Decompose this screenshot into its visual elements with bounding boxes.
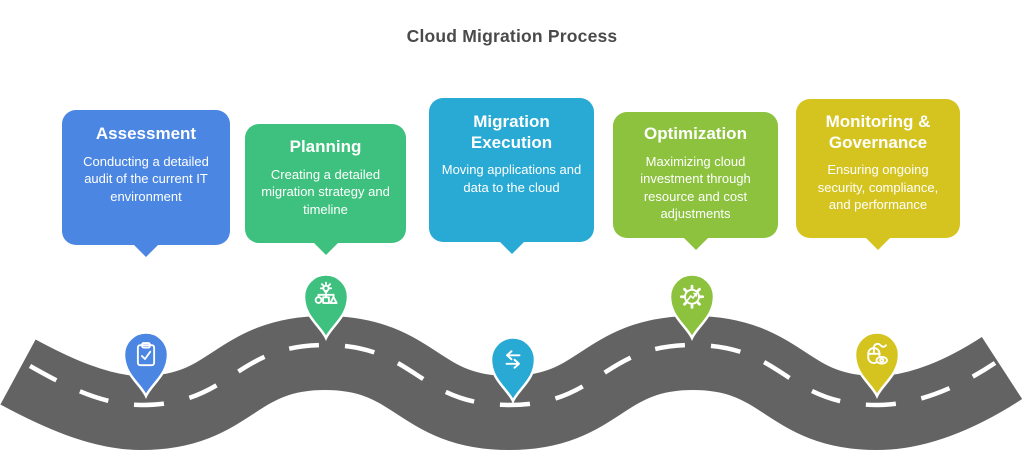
transfer-arrows-icon xyxy=(505,350,521,369)
card-tail xyxy=(133,244,159,257)
pin-shape xyxy=(489,336,537,404)
stage-title: Planning xyxy=(289,137,362,156)
pin-shape xyxy=(302,273,350,341)
stage-pin-planning xyxy=(302,273,350,341)
mouse-eye-icon xyxy=(867,342,888,365)
page-title: Cloud Migration Process xyxy=(406,26,618,46)
stage-description: Ensuring ongoing security, compliance, a… xyxy=(817,162,939,213)
stage-description: Moving applications and data to the clou… xyxy=(441,162,582,195)
stage-description: Conducting a detailed audit of the curre… xyxy=(83,153,209,204)
gear-chart-icon xyxy=(680,284,704,309)
card-tail xyxy=(312,242,339,255)
stage-pin-optimization xyxy=(668,273,716,341)
stage-pin-assessment xyxy=(122,331,170,399)
stage-title: Migration Execution xyxy=(470,112,553,152)
stage-description: Creating a detailed migration strategy a… xyxy=(261,166,390,217)
stage-card-migration-execution: Migration Execution Moving applications … xyxy=(429,98,594,254)
stage-card-planning: Planning Creating a detailed migration s… xyxy=(245,124,406,255)
clipboard-check-icon xyxy=(136,342,156,367)
stage-card-assessment: Assessment Conducting a detailed audit o… xyxy=(62,110,230,257)
stage-title: Monitoring & Governance xyxy=(825,112,931,152)
stage-description: Maximizing cloud investment through reso… xyxy=(640,153,751,221)
card-tail xyxy=(682,237,709,250)
stage-title: Assessment xyxy=(95,124,197,143)
card-tail xyxy=(498,241,525,254)
stage-pin-migration-execution xyxy=(489,336,537,404)
stage-title: Optimization xyxy=(644,124,747,143)
idea-hierarchy-icon xyxy=(314,281,338,304)
stage-card-monitoring-governance: Monitoring & Governance Ensuring ongoing… xyxy=(796,99,960,250)
stage-pin-monitoring-governance xyxy=(853,331,901,399)
pin-shape xyxy=(853,331,901,399)
stage-card-optimization: Optimization Maximizing cloud investment… xyxy=(613,112,778,250)
card-tail xyxy=(865,237,891,250)
